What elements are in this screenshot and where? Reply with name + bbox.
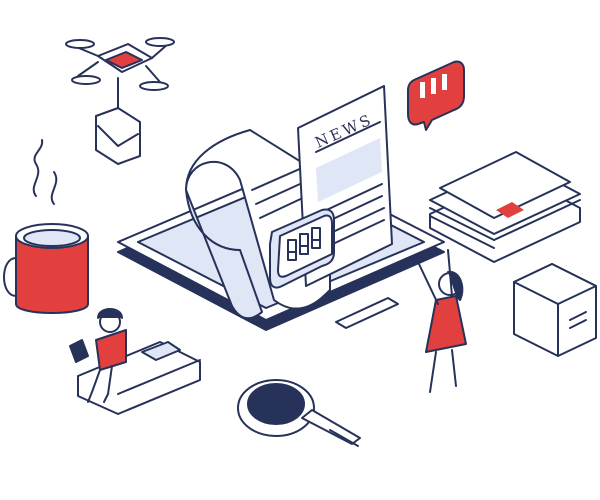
magnifier-icon [237,379,361,447]
mail-icon [95,107,141,165]
man-with-laptop-icon [69,308,201,415]
woman-icon [417,249,467,393]
document-stack-icon [429,151,581,263]
speech-bubble-alert-icon [407,60,465,131]
chart-badge-icon [269,208,335,289]
drone-icon [65,37,175,113]
coffee-mug-icon [3,139,89,314]
storage-box-icon [513,263,597,357]
